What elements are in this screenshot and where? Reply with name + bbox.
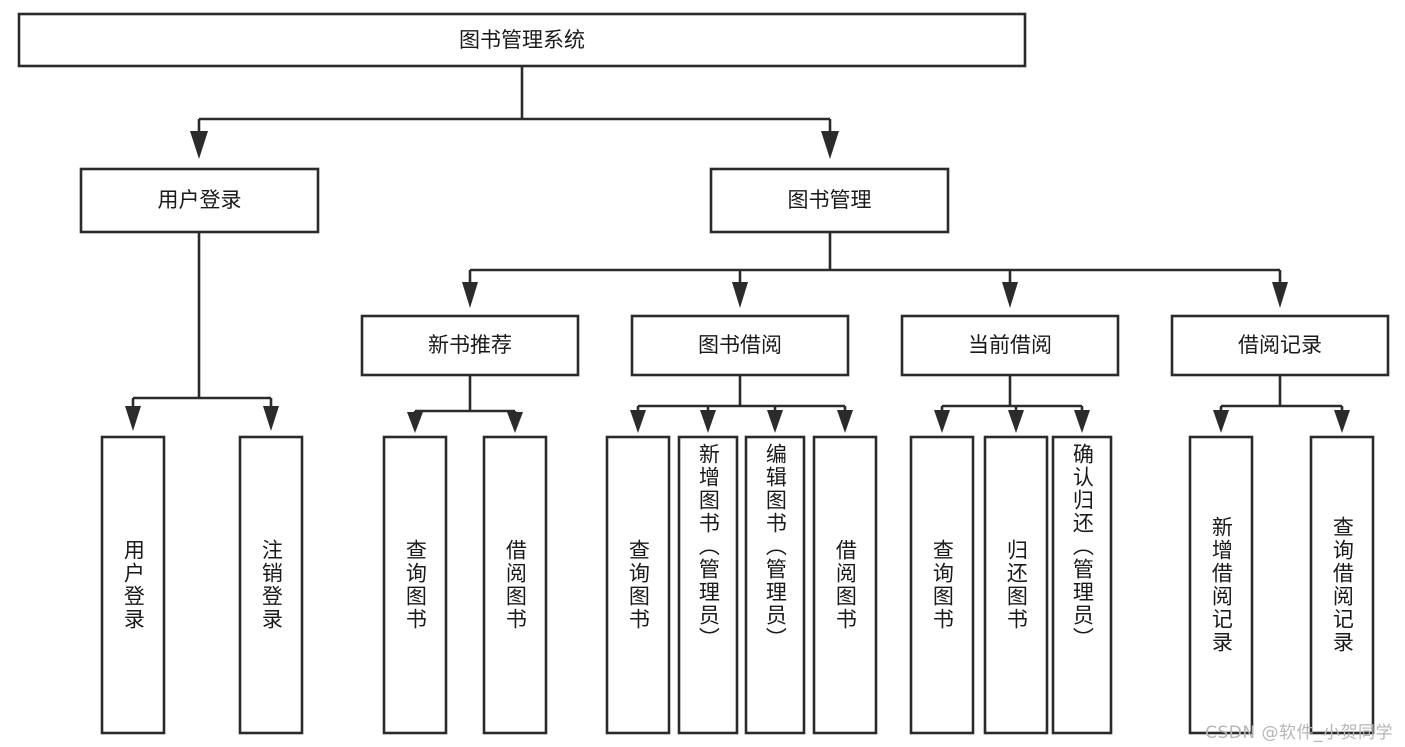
connector-group-book-borrow-to-leaves bbox=[630, 375, 853, 433]
node-box-leaf-borrow-book[interactable] bbox=[812, 435, 878, 735]
leaf-box-group bbox=[100, 435, 1375, 735]
connector-group-borrow-record-to-leaves bbox=[1213, 375, 1350, 433]
node-label-book-borrow: 图书借阅 bbox=[698, 333, 782, 357]
node-new-book-recommend[interactable]: 新书推荐 bbox=[360, 314, 580, 377]
arrow-head-book-borrow bbox=[732, 282, 748, 308]
arrow-head-leaf-user-login bbox=[125, 406, 141, 431]
arrow-head-leaf-return-book bbox=[1008, 410, 1024, 433]
node-box-leaf-borrow-book-recommend[interactable] bbox=[482, 435, 548, 735]
node-box-leaf-add-borrow-record[interactable] bbox=[1188, 435, 1254, 735]
node-borrow-record[interactable]: 借阅记录 bbox=[1170, 314, 1390, 377]
arrow-head-new-book-recommend bbox=[462, 282, 478, 308]
arrow-head-leaf-borrow-book bbox=[837, 410, 853, 433]
node-box-leaf-query-book-borrow[interactable] bbox=[605, 435, 671, 735]
arrow-head-leaf-query-book-current bbox=[934, 410, 950, 433]
connector-group-root-to-level2 bbox=[190, 66, 839, 159]
node-label-current-borrow: 当前借阅 bbox=[968, 333, 1052, 357]
node-box-leaf-query-book-current[interactable] bbox=[909, 435, 975, 735]
node-box-root[interactable] bbox=[17, 12, 1027, 68]
node-label-user-login: 用户登录 bbox=[158, 188, 242, 212]
node-root[interactable]: 图书管理系统 bbox=[17, 12, 1027, 68]
node-current-borrow[interactable]: 当前借阅 bbox=[900, 314, 1120, 377]
watermark-text: CSDN @软件_小贺同学 bbox=[1205, 723, 1393, 743]
node-box-leaf-user-login[interactable] bbox=[100, 435, 166, 735]
node-box-leaf-query-borrow-record[interactable] bbox=[1309, 435, 1375, 735]
node-label-new-book-recommend: 新书推荐 bbox=[428, 333, 512, 357]
node-user-login[interactable]: 用户登录 bbox=[79, 167, 320, 234]
arrow-head-leaf-query-book-borrow bbox=[630, 410, 646, 433]
arrow-head-leaf-user-logout bbox=[263, 406, 279, 431]
node-box-leaf-user-logout[interactable] bbox=[238, 435, 304, 735]
node-box-leaf-edit-book-admin[interactable] bbox=[744, 435, 806, 735]
arrow-head-borrow-record bbox=[1272, 282, 1288, 308]
node-box-book-borrow[interactable] bbox=[630, 314, 850, 377]
node-box-borrow-record[interactable] bbox=[1170, 314, 1390, 377]
node-book-management[interactable]: 图书管理 bbox=[709, 167, 950, 234]
node-box-user-login[interactable] bbox=[79, 167, 320, 234]
node-box-book-management[interactable] bbox=[709, 167, 950, 234]
connector-group-new-book-recommend-to-leaves bbox=[407, 375, 523, 433]
arrow-head-leaf-query-borrow-record bbox=[1334, 410, 1350, 433]
arrow-head-current-borrow bbox=[1002, 282, 1018, 308]
arrow-head-leaf-add-borrow-record bbox=[1213, 410, 1229, 433]
connector-group-user-login-to-leaves bbox=[125, 232, 279, 431]
arrow-head-leaf-query-book-recommend bbox=[407, 412, 423, 433]
node-label-root: 图书管理系统 bbox=[459, 28, 585, 52]
node-box-leaf-add-book-admin[interactable] bbox=[677, 435, 739, 735]
connector-group-current-borrow-to-leaves bbox=[934, 375, 1090, 433]
node-box-leaf-query-book-recommend[interactable] bbox=[382, 435, 448, 735]
arrow-head-user-login bbox=[190, 131, 208, 159]
node-label-borrow-record: 借阅记录 bbox=[1238, 333, 1322, 357]
node-box-leaf-confirm-return-admin[interactable] bbox=[1051, 435, 1113, 735]
node-book-borrow[interactable]: 图书借阅 bbox=[630, 314, 850, 377]
node-box-new-book-recommend[interactable] bbox=[360, 314, 580, 377]
connector-group-book-management-to-level3 bbox=[462, 232, 1288, 308]
arrow-head-book-management bbox=[821, 131, 839, 159]
node-label-book-management: 图书管理 bbox=[788, 188, 872, 212]
node-box-current-borrow[interactable] bbox=[900, 314, 1120, 377]
arrow-head-leaf-add-book-admin bbox=[700, 410, 716, 433]
arrow-head-leaf-confirm-return-admin bbox=[1074, 410, 1090, 433]
node-box-leaf-return-book[interactable] bbox=[983, 435, 1049, 735]
arrow-head-leaf-edit-book-admin bbox=[767, 410, 783, 433]
arrow-head-leaf-borrow-book-recommend bbox=[507, 412, 523, 433]
